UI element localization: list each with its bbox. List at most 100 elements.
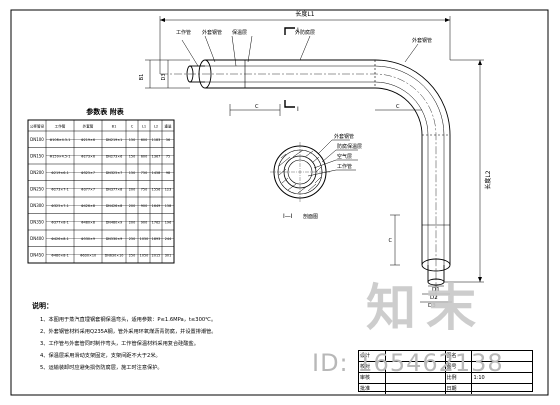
table-cell: DN219×1 bbox=[106, 138, 123, 142]
title-block-row: 批准日期 bbox=[359, 384, 532, 394]
table-cell: Φ159×4.5-1 bbox=[50, 154, 71, 158]
table-cell: 750 bbox=[141, 171, 147, 175]
table-cell: Φ219×6-1 bbox=[51, 171, 69, 175]
table-cell: 2015 bbox=[152, 253, 161, 257]
title-block-cell: 日期 bbox=[446, 384, 473, 394]
table-cell: 1367 bbox=[152, 154, 161, 158]
table-cell: Φ530×9 bbox=[81, 237, 95, 241]
title-block-cell: 比例 bbox=[446, 373, 473, 383]
note-item: 2、外套钢管材料采用Q235A钢，管外采用环氧煤沥青防腐，并设置排潮管。 bbox=[40, 327, 216, 335]
table-cell: 244 bbox=[165, 237, 171, 241]
table-cell: DN100 bbox=[30, 137, 44, 142]
notes-list: 1、本图用于蒸汽直埋钢套钢保温弯头，适用参数：P≤1.6MPa，t≤300℃。2… bbox=[40, 315, 216, 371]
table-cell: 301 bbox=[165, 253, 171, 257]
section-mark-bottom: I bbox=[297, 106, 299, 113]
table-cell: 1183 bbox=[152, 138, 161, 142]
section-mark-top: I bbox=[297, 27, 299, 34]
table-frame bbox=[27, 119, 175, 264]
table-cell: DN426×8 bbox=[106, 204, 123, 208]
elbow-elevation bbox=[160, 59, 451, 300]
table-cell: 1050 bbox=[140, 253, 149, 257]
label-outer-sleeve: 外套钢管 bbox=[202, 29, 222, 36]
table-cell: 150 bbox=[129, 171, 135, 175]
section-title: I—I bbox=[283, 213, 293, 220]
note-item: 3、工作管与外套管同时制作弯头，工作管保温材料采用复合硅酸盐。 bbox=[40, 339, 199, 347]
table-header-cell: B1 bbox=[112, 125, 117, 129]
table-cell: Φ273×6 bbox=[81, 154, 95, 158]
table-cell: 200 bbox=[129, 220, 135, 224]
table-cell: Φ219×6 bbox=[81, 138, 95, 142]
table-cell: 98 bbox=[166, 171, 170, 175]
label-work-pipe: 工作管 bbox=[176, 29, 191, 36]
table-cell: 56 bbox=[166, 138, 170, 142]
table-cell: 900 bbox=[141, 220, 147, 224]
title-block-cell bbox=[472, 384, 532, 394]
table-title: 参数表 附表 bbox=[86, 107, 124, 116]
table-cell: Φ480×8 bbox=[81, 220, 95, 224]
table-cell: Φ325×7 bbox=[81, 171, 95, 175]
title-block-cell: 设计 bbox=[359, 351, 386, 361]
table-cell: 150 bbox=[129, 154, 135, 158]
table-cell: Φ377×7 bbox=[81, 187, 95, 191]
table-cell: 250 bbox=[129, 237, 135, 241]
title-block-row: 校对图号 bbox=[359, 362, 532, 373]
title-block-cell: 审核 bbox=[359, 373, 386, 383]
table-cell: DN200 bbox=[30, 170, 44, 175]
title-block-row: 设计 图名 bbox=[359, 351, 532, 362]
callout-anti-layer: 防腐保温层 bbox=[337, 143, 362, 150]
table-cell: 196 bbox=[165, 220, 171, 224]
dim-c-lower: C bbox=[389, 238, 393, 244]
table-cell: 1649 bbox=[152, 204, 161, 208]
section-subtitle: 剖面图 bbox=[303, 213, 318, 220]
table-cell: DN150 bbox=[30, 153, 44, 158]
dimension-arrows bbox=[160, 18, 482, 282]
table-cell: Φ377×8-1 bbox=[51, 220, 69, 224]
title-block-cell: 图名 bbox=[446, 351, 473, 361]
table-header-cell: 公称管径 bbox=[30, 124, 45, 129]
dim-c-right: C bbox=[396, 104, 400, 110]
watermark-logo: 知末 bbox=[366, 279, 486, 337]
title-block-cell: 校对 bbox=[359, 362, 386, 372]
table-cell: Φ426×8-1 bbox=[51, 237, 69, 241]
table-header-cell: C bbox=[131, 125, 134, 129]
dim-c-left: C bbox=[255, 104, 259, 110]
table-cell: 1458 bbox=[152, 171, 161, 175]
table-cell: 150 bbox=[129, 138, 135, 142]
note-item: 5、运输装卸时应避免损伤防腐层，施工时注意保护。 bbox=[40, 363, 163, 371]
section-leaders bbox=[307, 139, 358, 177]
table-cell: 1050 bbox=[140, 237, 149, 241]
section-hatch bbox=[278, 149, 322, 194]
notes-title: 说明： bbox=[32, 301, 53, 310]
label-leaders bbox=[181, 35, 419, 67]
table-cell: DN300 bbox=[30, 203, 44, 208]
title-block-cell: 1:10 bbox=[473, 375, 485, 381]
table-cell: DN250 bbox=[30, 186, 44, 191]
table-cell: 900 bbox=[141, 204, 147, 208]
table-cell: DN400 bbox=[30, 236, 44, 241]
callout-work-pipe: 工作管 bbox=[337, 163, 352, 170]
table-cell: 200 bbox=[129, 204, 135, 208]
table-cell: DN480×9 bbox=[106, 220, 123, 224]
table-cell: 1893 bbox=[152, 237, 161, 241]
table-cell: 1556 bbox=[152, 187, 161, 191]
watermark-id: ID: 165462138 bbox=[312, 349, 504, 377]
dim-d2: D2 bbox=[430, 295, 438, 301]
table-cell: DN273×6 bbox=[106, 154, 123, 158]
table-cell: DN630×10 bbox=[105, 253, 124, 257]
dim-d1: D1 bbox=[432, 287, 440, 293]
table-cell: 600 bbox=[141, 154, 147, 158]
table-cell: 1762 bbox=[152, 220, 161, 224]
table-cell: DN350 bbox=[30, 219, 44, 224]
callout-air-layer: 空气层 bbox=[337, 153, 352, 160]
table-cell: DN530×9 bbox=[106, 237, 123, 241]
title-block-cell bbox=[386, 351, 446, 361]
table-header-cell: 重量 bbox=[164, 124, 172, 129]
dim-d3: D3 bbox=[428, 303, 436, 309]
dim-d3-left: D3 bbox=[161, 73, 167, 80]
title-block-cell bbox=[386, 362, 446, 372]
title-block-cell bbox=[386, 373, 446, 383]
